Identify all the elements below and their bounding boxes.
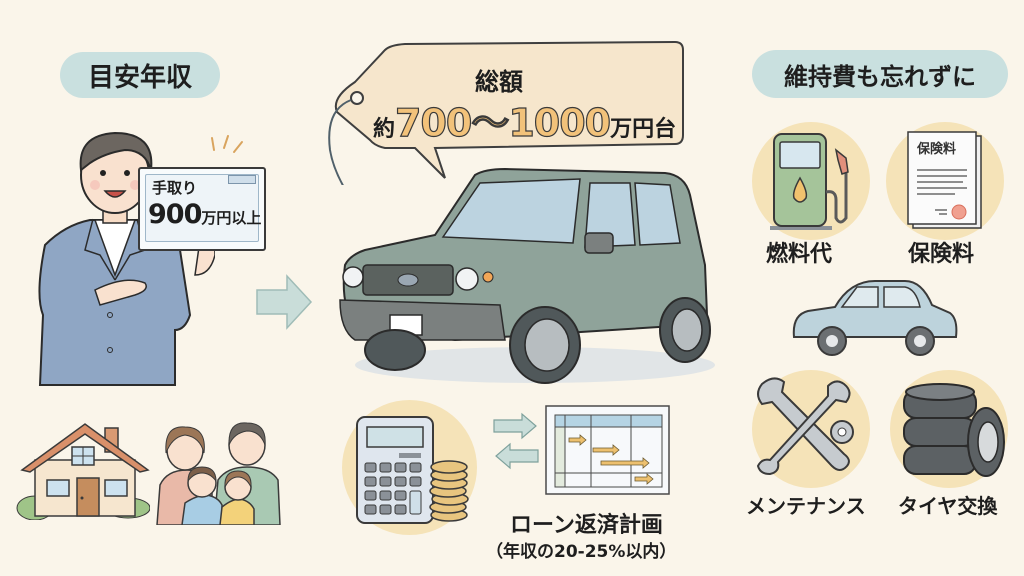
price-range: 700〜1000 [394, 100, 611, 145]
coin-stack-icon [428, 455, 470, 525]
insurance-document-icon: 保険料 [905, 130, 985, 230]
loan-plan-subtitle: （年収の20-25%以内） [486, 542, 677, 562]
price-unit: 万円台 [610, 117, 677, 142]
card-chip-decoration [228, 175, 256, 184]
income-sign-line1: 手取り [152, 179, 198, 197]
calculator-icon [355, 415, 435, 525]
gas-pump-icon [766, 130, 854, 230]
sparkle-decoration [208, 130, 248, 160]
maintenance-title: 維持費も忘れずに [784, 62, 976, 91]
wrench-gear-icon [752, 374, 862, 479]
compact-car-icon [790, 275, 960, 357]
income-title: 目安年収 [87, 62, 192, 93]
maintenance-title-pill: 維持費も忘れずに [752, 50, 1008, 98]
tires-icon [900, 380, 1010, 480]
price-tag-heading: 総額 [475, 68, 523, 96]
fuel-cost-label: 燃料代 [766, 242, 833, 267]
income-title-pill: 目安年収 [60, 52, 220, 98]
suv-illustration [335, 165, 725, 385]
house-illustration [10, 420, 150, 520]
repayment-schedule-chart-icon [545, 405, 670, 495]
family-illustration [152, 415, 284, 525]
income-amount: 900 [148, 199, 202, 230]
insurance-doc-title: 保険料 [917, 142, 957, 157]
price-prefix: 約 [373, 117, 396, 142]
insurance-cost-label: 保険料 [908, 242, 975, 267]
exchange-arrows-icon [492, 412, 540, 472]
businessman-illustration [15, 115, 215, 390]
income-sign-card: 手取り 900万円以上 [138, 167, 266, 251]
loan-plan-title: ローン返済計画 [510, 513, 663, 538]
right-arrow-icon [255, 272, 315, 332]
income-unit: 万円以上 [201, 209, 262, 227]
price-tag: 総額 約700〜1000万円台 [325, 20, 695, 185]
maintenance-label: メンテナンス [746, 494, 866, 518]
tire-replacement-label: タイヤ交換 [898, 494, 998, 518]
